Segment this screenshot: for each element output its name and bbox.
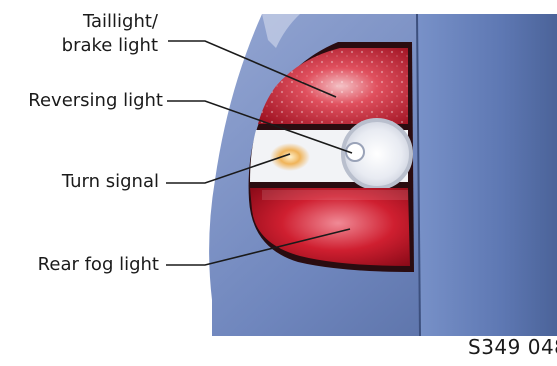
figure-code: S349 048: [468, 335, 557, 359]
label-rear-fog-light: Rear fog light: [38, 253, 159, 277]
label-reversing-light: Reversing light: [28, 89, 163, 113]
label-taillight-brake-light: Taillight/ brake light: [8, 10, 158, 58]
turn-signal-lens: [270, 143, 310, 171]
label-turn-signal: Turn signal: [62, 170, 159, 194]
label-taillight-line1: Taillight/: [8, 10, 158, 34]
tailgate-panel: [418, 14, 557, 336]
label-taillight-line2: brake light: [8, 34, 158, 58]
rear-fog-highlight: [262, 190, 408, 200]
